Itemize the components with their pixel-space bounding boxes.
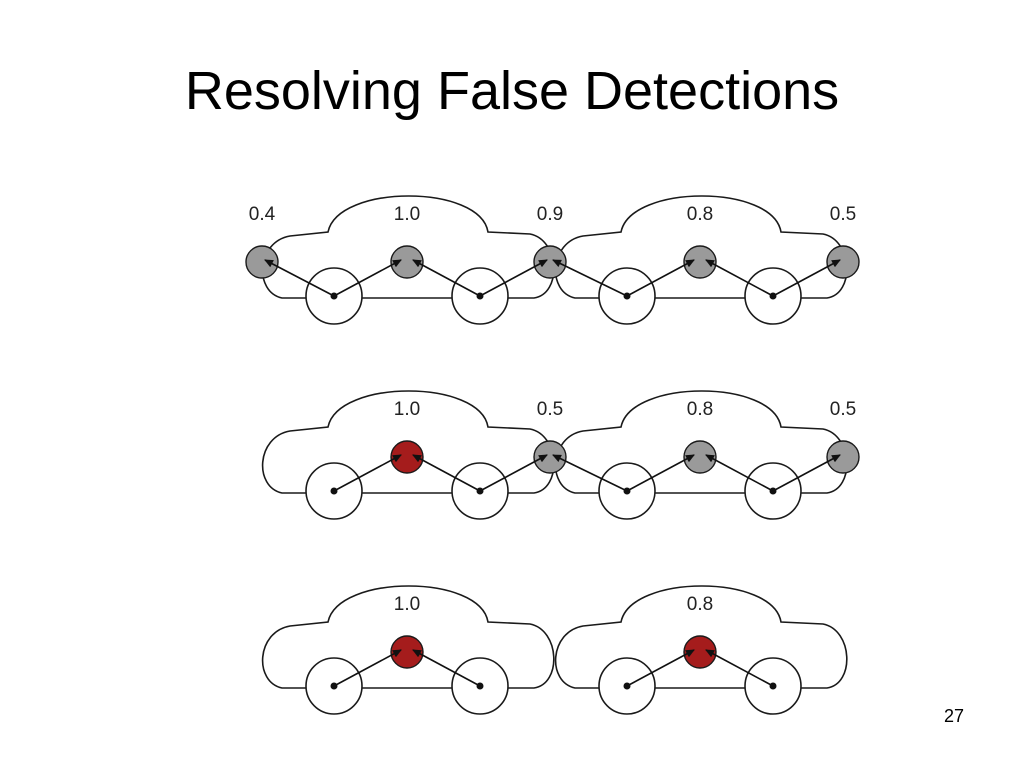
roof-part-selected [683,635,717,669]
roof-score-label: 0.8 [687,204,713,225]
vote-arrow [705,259,774,297]
vote-arrow [479,454,548,492]
vote-arrow [626,454,695,492]
vote-arrow [479,259,548,297]
vote-arrow [772,259,841,297]
junction-part-candidate [245,245,279,279]
vote-arrow [412,649,481,687]
roof-part-candidate [683,245,717,279]
vote-arrow [552,259,628,297]
slide-number: 27 [943,706,964,726]
roof-score-label: 0.8 [687,399,713,420]
junction-score-label: 0.4 [249,204,276,225]
junction-part-candidate [826,245,860,279]
roof-part-selected [390,440,424,474]
detection-row: 1.0 0.8 0.4 0.9 0.5 [245,195,860,325]
junction-score-label: 0.5 [830,399,856,420]
vote-arrow [333,259,402,297]
vote-arrow [333,454,402,492]
roof-score-label: 0.8 [687,594,713,615]
junction-score-label: 0.5 [830,204,856,225]
diagram-rows: 1.0 0.8 0.4 0.9 0.5 1.0 0.8 0.5 0.5 1.0 0.8 [245,195,860,715]
vote-arrow [705,454,774,492]
detection-row: 1.0 0.8 0.5 0.5 [261,390,860,520]
vote-arrow [333,649,402,687]
vote-arrow [264,259,335,297]
detection-row: 1.0 0.8 [261,585,848,715]
vote-arrow [705,649,774,687]
junction-part-candidate [826,440,860,474]
junction-score-label: 0.9 [537,204,563,225]
roof-part-selected [390,635,424,669]
vote-arrow [552,454,628,492]
vote-arrow [626,649,695,687]
vote-arrow [772,454,841,492]
vote-arrow [412,259,481,297]
roof-score-label: 1.0 [394,594,420,615]
junction-part-candidate [533,440,567,474]
junction-score-label: 0.5 [537,399,563,420]
roof-part-candidate [390,245,424,279]
roof-part-candidate [683,440,717,474]
vote-arrow [626,259,695,297]
slide-title: Resolving False Detections [184,61,840,121]
junction-part-candidate [533,245,567,279]
roof-score-label: 1.0 [394,204,420,225]
vote-arrow [412,454,481,492]
roof-score-label: 1.0 [394,399,420,420]
